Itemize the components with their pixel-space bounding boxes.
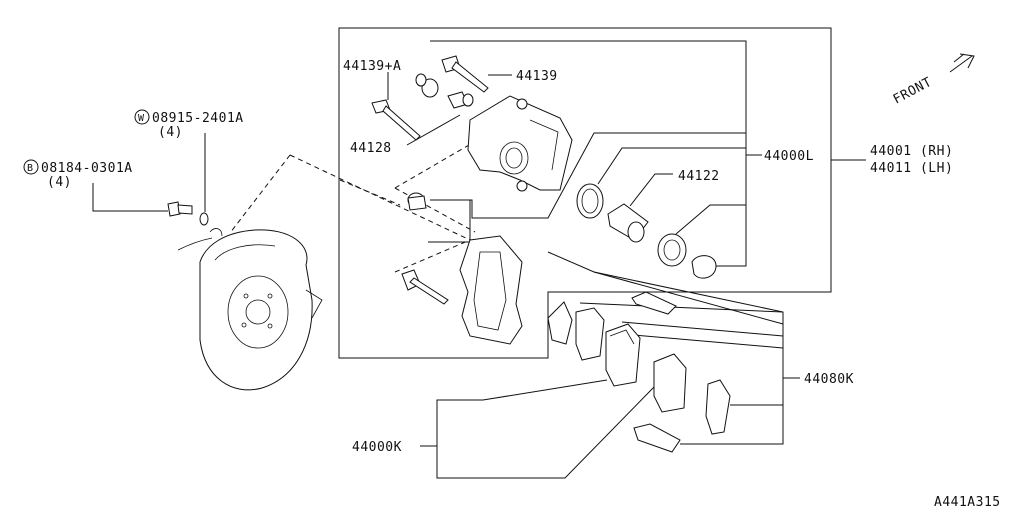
anti-rattle-clip-lower bbox=[633, 423, 681, 453]
label-bolt-part: 08184-0301A bbox=[41, 161, 133, 176]
bracket-44000l bbox=[430, 40, 747, 267]
bolt-44128 bbox=[447, 91, 474, 109]
label-washer-qty: (4) bbox=[158, 125, 183, 140]
bracket-line-3 bbox=[621, 321, 784, 337]
front-arrow-icon bbox=[949, 53, 975, 73]
bolt-badge-circle bbox=[23, 159, 39, 175]
caliper-support bbox=[459, 235, 523, 345]
label-44139: 44139 bbox=[516, 69, 558, 84]
label-44128: 44128 bbox=[350, 141, 392, 156]
bracket-line-2 bbox=[579, 302, 784, 313]
pin-44139 bbox=[415, 55, 489, 98]
bracket-44000k bbox=[436, 379, 656, 479]
piston-44122 bbox=[607, 203, 649, 243]
label-44011: 44011 (LH) bbox=[870, 161, 953, 176]
piston-seal bbox=[576, 183, 604, 219]
label-front: FRONT bbox=[891, 75, 935, 108]
bolt-badge-letter: B bbox=[27, 163, 34, 174]
guide-line-6 bbox=[339, 179, 401, 206]
guide-line-5 bbox=[394, 239, 471, 273]
leader-bolt bbox=[92, 183, 168, 212]
label-44000k: 44000K bbox=[352, 440, 402, 455]
label-washer-part: 08915-2401A bbox=[152, 111, 244, 126]
guide-line-1 bbox=[289, 154, 471, 241]
leader-44128 bbox=[406, 114, 461, 146]
label-44080k: 44080K bbox=[804, 372, 854, 387]
guide-line-4 bbox=[394, 187, 476, 233]
pad-shim-outer bbox=[547, 301, 573, 345]
piston-boot bbox=[657, 233, 687, 267]
caliper-assembly-frame bbox=[338, 27, 832, 359]
bolt-08184 bbox=[167, 201, 193, 217]
pad-shim-2 bbox=[705, 379, 731, 435]
label-44139a: 44139+A bbox=[343, 59, 401, 74]
caliper-body bbox=[467, 95, 573, 192]
brake-pad-inner bbox=[605, 323, 641, 387]
piston-seal-inner bbox=[581, 188, 599, 214]
label-44001: 44001 (RH) bbox=[870, 144, 953, 159]
guide-line-2 bbox=[229, 154, 291, 234]
brake-pad-3 bbox=[653, 353, 687, 413]
diagram-id: A441A315 bbox=[934, 495, 1001, 510]
leader-44122 bbox=[629, 173, 673, 207]
bushing-lower bbox=[401, 269, 449, 305]
bracket-boot bbox=[675, 204, 746, 235]
label-44000l: 44000L bbox=[764, 149, 814, 164]
backing-plate bbox=[177, 228, 323, 391]
pin-44139a bbox=[371, 99, 421, 141]
bracket-line-1 bbox=[593, 271, 784, 325]
brake-pad-outer bbox=[575, 307, 605, 361]
bleeder-cap bbox=[691, 255, 717, 279]
bracket-pins bbox=[428, 199, 471, 243]
label-44122: 44122 bbox=[678, 169, 720, 184]
washer-badge-letter: W bbox=[138, 113, 145, 124]
anti-rattle-clip-upper bbox=[631, 291, 677, 315]
washer-08915 bbox=[199, 212, 209, 226]
washer-badge-circle bbox=[134, 109, 150, 125]
bracket-line-4 bbox=[621, 333, 784, 349]
bracket-seal bbox=[597, 147, 746, 185]
label-bolt-qty: (4) bbox=[47, 175, 72, 190]
bushing-upper bbox=[407, 192, 427, 211]
